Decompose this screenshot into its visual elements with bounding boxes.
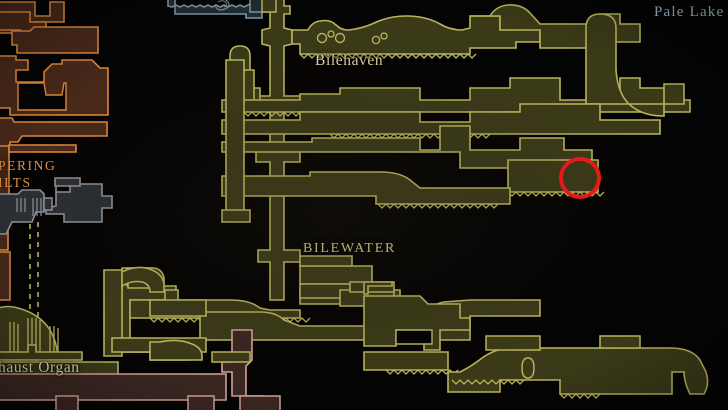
- grey-chamber: [54, 177, 81, 187]
- bilewater-right-bottom-shelf: [363, 351, 449, 371]
- grey-block-main: [45, 183, 113, 223]
- bilewater-bottom-tube: [447, 347, 709, 395]
- bilewater-pale-link: [261, 0, 277, 13]
- pink-right-stub: [239, 395, 281, 410]
- area-exhaust-organ[interactable]: [0, 305, 119, 381]
- wilts-bottom-strip: [0, 251, 11, 301]
- region-pale-lake[interactable]: [167, 0, 273, 19]
- pink-bottom-block-b: [187, 395, 215, 410]
- bilewater-bottom-tube-joint: [521, 357, 535, 379]
- bilewater-corridor-4: [221, 171, 511, 205]
- bilewater-central-room-3: [299, 255, 353, 267]
- red-circle-marker[interactable]: [559, 157, 601, 199]
- region-grey-works[interactable]: [0, 177, 113, 235]
- grey-small-shelf: [43, 197, 53, 211]
- region-whispering-wilts[interactable]: [0, 1, 109, 301]
- bilewater-left-vertical: [225, 59, 245, 217]
- bilewater-left-vertical-cap: [221, 209, 251, 223]
- small-room-c: [599, 335, 641, 349]
- dashed-links: [29, 222, 39, 318]
- wilts-column-left: [0, 145, 10, 199]
- pink-bottom-block-a: [55, 395, 79, 410]
- wilts-shelf: [8, 144, 77, 153]
- bilewater-organ-ledge: [149, 299, 207, 317]
- small-room-a: [211, 351, 251, 363]
- wilts-room-mid-a: [11, 26, 99, 54]
- bilewater-right-inner-notch: [395, 329, 433, 345]
- small-room-b: [485, 335, 541, 351]
